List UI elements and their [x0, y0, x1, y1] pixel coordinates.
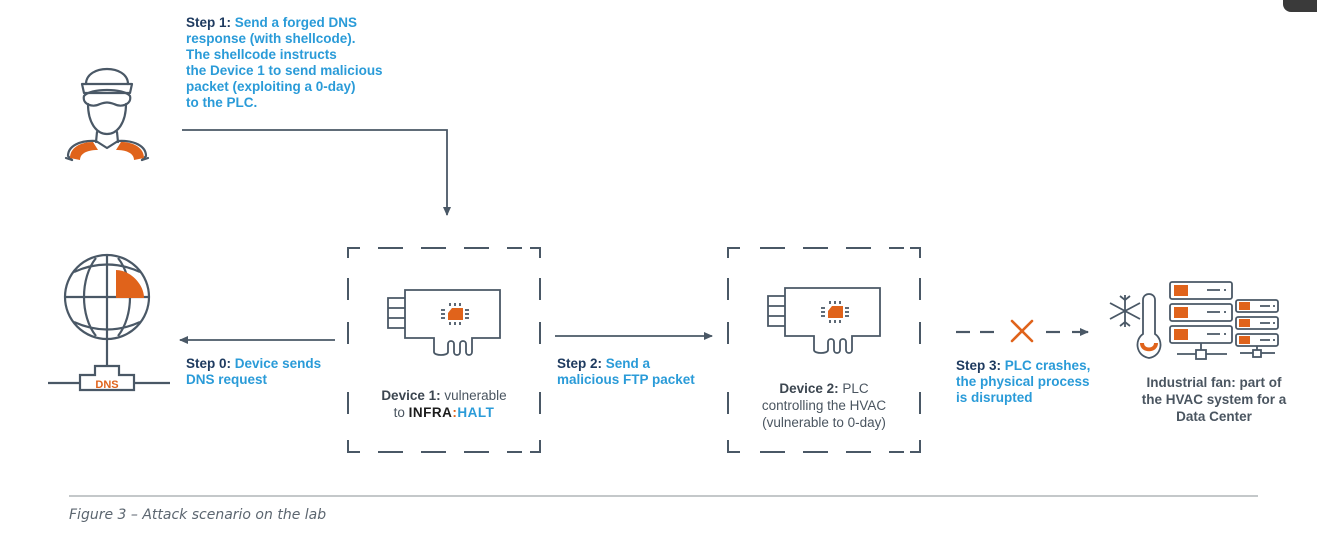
step1-line: Send a forged DNS [234, 15, 358, 30]
hacker-icon [64, 67, 150, 162]
hacker-shirt-accent-left [70, 142, 98, 160]
target-line: Industrial fan: part of [1146, 375, 1282, 390]
device1-label: Device 1: [381, 388, 441, 403]
device2-frame [727, 247, 921, 453]
device2-caption: Device 2: PLC controlling the HVAC (vuln… [728, 380, 920, 431]
step1-line: the Device 1 to send malicious [186, 63, 383, 78]
step0-label: Step 0: [186, 356, 232, 371]
thermometer-icon [1136, 293, 1162, 359]
device2-label: Device 2: [779, 381, 839, 396]
step1-line: response (with shellcode). [186, 31, 356, 46]
step2-label: Step 2: [557, 356, 603, 371]
device1-frame [347, 247, 541, 453]
device1-prefix: to [393, 405, 409, 420]
step0-text: Step 0: Device sends DNS request [186, 356, 346, 388]
thermometer-bulb [1140, 343, 1158, 352]
globe-accent-quadrant [116, 270, 144, 298]
hacker-shirt-accent-right [116, 142, 144, 160]
infrahalt-logo: INFRA:HALT [409, 405, 495, 420]
device2-description: PLC [842, 381, 869, 396]
device1-caption: Device 1: vulnerable to INFRA:HALT [350, 387, 538, 421]
step1-line: to the PLC. [186, 95, 258, 110]
chip-core [828, 306, 843, 318]
step1-line: packet (exploiting a 0-day) [186, 79, 356, 94]
step1-connector-line [182, 129, 451, 216]
step2-text: Step 2: Send a malicious FTP packet [557, 356, 727, 388]
step3-line: is disrupted [956, 390, 1033, 405]
step1-label: Step 1: [186, 15, 232, 30]
dns-label: DNS [95, 379, 118, 391]
server-indicators [1174, 285, 1250, 344]
target-caption: Industrial fan: part of the HVAC system … [1124, 374, 1304, 425]
device2-line: (vulnerable to 0-day) [762, 415, 886, 430]
step3-line: PLC crashes, [1004, 358, 1091, 373]
step0-description: Device sends DNS request [186, 356, 322, 387]
figure-caption: Figure 3 – Attack scenario on the lab [69, 507, 327, 523]
window-corner-tab [1283, 0, 1317, 12]
device1-description: vulnerable [444, 388, 507, 403]
step3-text: Step 3: PLC crashes, the physical proces… [956, 358, 1116, 406]
circuit-board-icon [767, 287, 881, 354]
step2-line: Send a [605, 356, 651, 371]
cross-icon [1010, 319, 1034, 343]
circuit-board-icon [387, 289, 501, 356]
step1-line: The shellcode instructs [186, 47, 337, 62]
brand-infra: INFRA [408, 405, 453, 420]
globe-icon [48, 253, 170, 392]
step3-line: the physical process [956, 374, 1090, 389]
step3-label: Step 3: [956, 358, 1002, 373]
target-line: Data Center [1176, 409, 1252, 424]
brand-colon: : [452, 405, 458, 420]
snowflake-icon [1109, 295, 1141, 327]
step2-line: malicious FTP packet [557, 372, 695, 387]
target-line: the HVAC system for a [1141, 392, 1287, 407]
chip-core [448, 308, 463, 320]
device2-line: controlling the HVAC [761, 398, 887, 413]
hvac-datacenter-icon [1109, 281, 1279, 360]
step1-text: Step 1: Send a forged DNS response (with… [186, 15, 446, 111]
brand-halt: HALT [457, 405, 495, 420]
